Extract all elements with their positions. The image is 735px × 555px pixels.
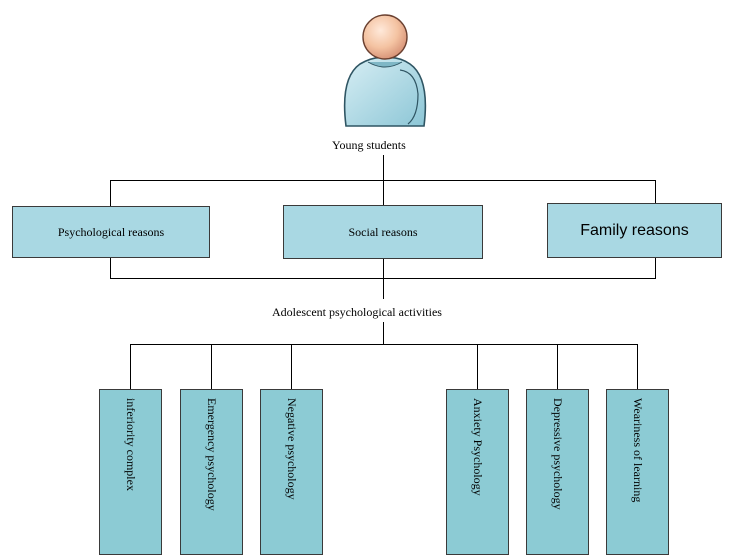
activity-label: Negative psychology xyxy=(285,398,299,500)
connector-reasons-bus xyxy=(110,278,655,279)
connector-from-social xyxy=(383,259,384,299)
connector-activity-4 xyxy=(477,344,478,389)
activity-label: Depressive psychology xyxy=(551,398,565,510)
connector-from-family xyxy=(655,258,656,279)
activity-box-depressive: Depressive psychology xyxy=(526,389,589,555)
reason-label: Psychological reasons xyxy=(57,224,165,239)
activity-box-inferiority: inferiority complex xyxy=(99,389,162,555)
reason-label: Family reasons xyxy=(580,221,689,239)
connector-activity-2 xyxy=(211,344,212,389)
activity-label: Anxiety Psychology xyxy=(471,398,485,496)
connector-activity-1 xyxy=(130,344,131,389)
connector-to-social xyxy=(383,180,384,205)
connector-activity-5 xyxy=(557,344,558,389)
connector-top-bus xyxy=(110,180,655,181)
connector-activity-3 xyxy=(291,344,292,389)
activity-label: Emergency psychology xyxy=(205,398,219,511)
top-label: Young students xyxy=(332,138,406,152)
reason-box-family: Family reasons xyxy=(547,203,722,258)
activity-label: inferiority complex xyxy=(124,398,138,491)
activity-box-weariness: Weariness of learning xyxy=(606,389,669,555)
reason-box-social: Social reasons xyxy=(283,205,483,259)
student-person-icon xyxy=(343,14,427,127)
connector-top-stem xyxy=(383,155,384,181)
connector-to-family xyxy=(655,180,656,203)
connector-from-psychological xyxy=(110,258,111,279)
reason-box-psychological: Psychological reasons xyxy=(12,206,210,258)
activity-box-emergency: Emergency psychology xyxy=(180,389,243,555)
activity-box-anxiety: Anxiety Psychology xyxy=(446,389,509,555)
connector-middle-stem xyxy=(383,322,384,345)
activity-box-negative: Negative psychology xyxy=(260,389,323,555)
connector-activities-bus xyxy=(130,344,638,345)
activity-label: Weariness of learning xyxy=(631,398,645,503)
reason-label: Social reasons xyxy=(348,224,418,239)
connector-to-psychological xyxy=(110,180,111,206)
middle-label: Adolescent psychological activities xyxy=(272,305,442,319)
connector-activity-6 xyxy=(637,344,638,389)
